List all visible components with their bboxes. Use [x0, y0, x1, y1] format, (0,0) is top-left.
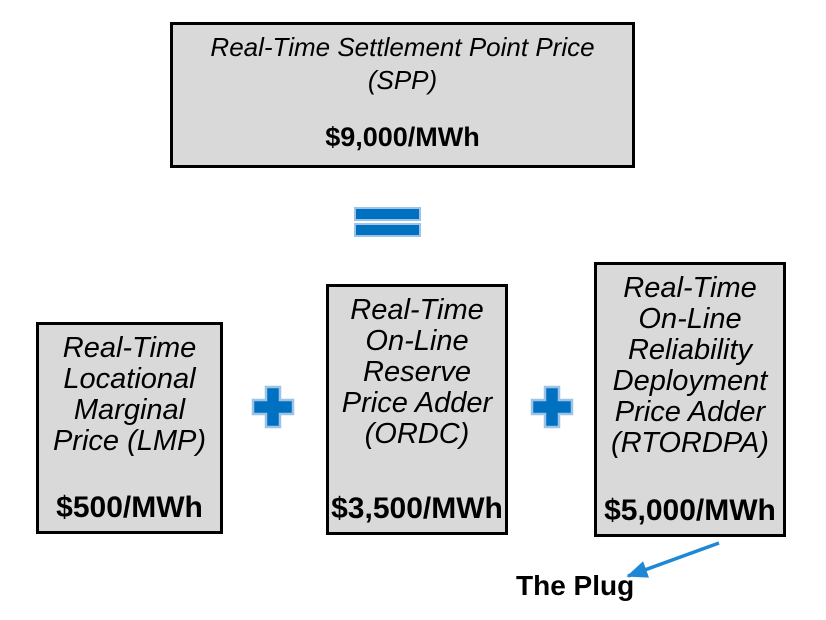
plug-arrow-icon: [626, 541, 720, 578]
lmp-title-line: Price (LMP): [52, 425, 207, 457]
ordc-title-line: On-Line: [365, 325, 469, 357]
ordc-title-line: (ORDC): [364, 418, 470, 450]
equals-icon: [353, 206, 423, 245]
rtordpa-title-line: Deployment: [612, 365, 768, 397]
rtordpa-title-line: (RTORDPA): [611, 427, 769, 459]
lmp-title-line: Locational: [63, 363, 196, 395]
ordc-value: $3,500/MWh: [331, 492, 503, 525]
lmp-title: Real-Time Locational Marginal Price (LMP…: [41, 333, 218, 457]
ordc-title-line: Price Adder: [341, 387, 493, 419]
rtordpa-title-line: Reliability: [627, 334, 753, 366]
spp-title-line: (SPP): [367, 65, 438, 95]
rtordpa-title-line: Real-Time: [623, 272, 757, 304]
spp-value: $9,000/MWh: [325, 122, 480, 152]
rtordpa-operand-box: Real-Time On-Line Reliability Deployment…: [594, 262, 786, 537]
lmp-operand-box: Real-Time Locational Marginal Price (LMP…: [36, 322, 223, 534]
ordc-title-line: Real-Time: [350, 294, 484, 326]
ordc-operand-box: Real-Time On-Line Reserve Price Adder (O…: [326, 284, 508, 535]
lmp-title-line: Real-Time: [62, 332, 197, 364]
lmp-title-line: Marginal: [73, 394, 186, 426]
ordc-title: Real-Time On-Line Reserve Price Adder (O…: [331, 295, 503, 450]
lmp-value: $500/MWh: [56, 491, 203, 524]
spp-title: Real-Time Settlement Point Price (SPP): [177, 31, 628, 97]
ordc-title-line: Reserve: [363, 356, 471, 388]
rtordpa-title-line: Price Adder: [614, 396, 766, 428]
plus-icon: [251, 385, 295, 434]
rtordpa-title: Real-Time On-Line Reliability Deployment…: [599, 273, 781, 459]
spp-result-box: Real-Time Settlement Point Price (SPP) $…: [170, 22, 635, 168]
plug-label: The Plug: [516, 570, 635, 601]
rtordpa-title-line: On-Line: [638, 303, 742, 335]
rtordpa-value: $5,000/MWh: [604, 494, 776, 527]
plus-icon: [530, 385, 574, 434]
spp-title-line: Real-Time Settlement Point Price: [210, 32, 595, 62]
